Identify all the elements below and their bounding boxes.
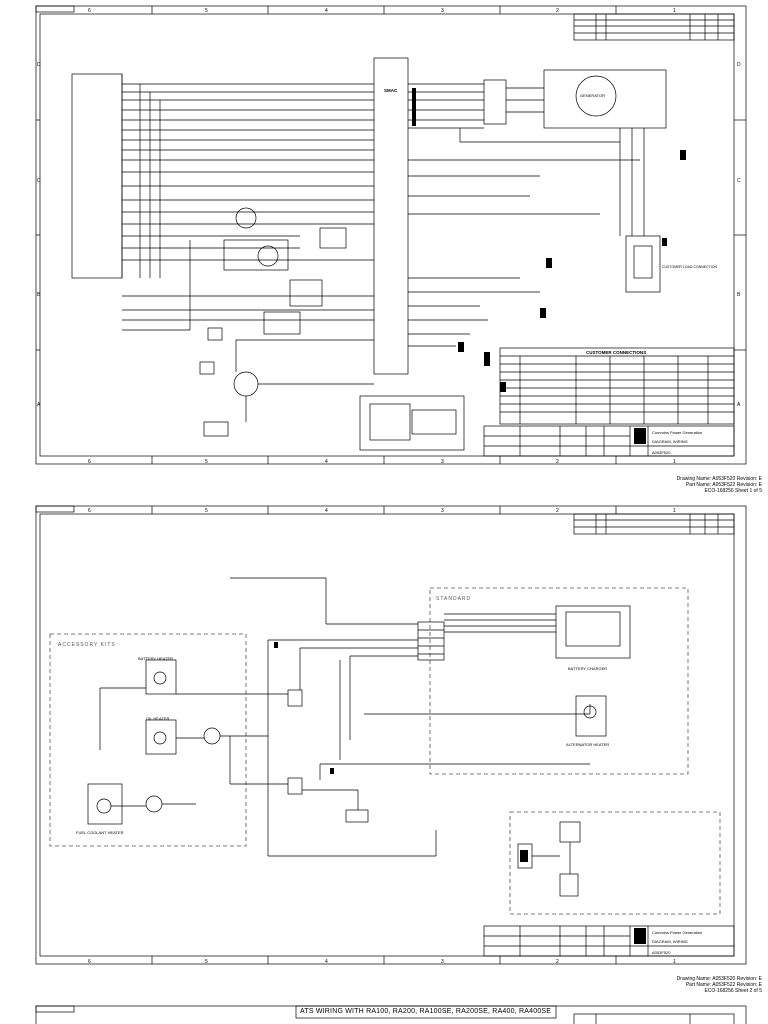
s2-ruler-5-bottom: 5 [205,959,208,965]
company-logo-mark [634,428,646,444]
sheet-1: 6 5 4 3 2 1 6 5 4 3 2 1 D C B A D C B A … [0,0,768,494]
ruler-label-3-bottom: 3 [441,459,444,465]
row-marker-b-right: B [737,292,741,298]
ruler-label-6: 6 [88,8,91,14]
standard-zone [429,587,689,775]
ruler-label-4-bottom: 4 [325,459,328,465]
s2-drawing-name: Drawing Name: A053F520 Revision: E [676,976,762,982]
ruler-ticks [36,6,746,464]
s2-ruler-3-bottom: 3 [441,959,444,965]
sheet-2-meta: Drawing Name: A053F520 Revision: E Part … [677,976,762,994]
sheet-2-drawing: 6 5 4 3 2 1 6 5 4 3 2 1 ACCESSORY KITS S… [35,505,747,965]
sheet-2: 6 5 4 3 2 1 6 5 4 3 2 1 ACCESSORY KITS S… [0,500,768,994]
ruler-label-2-bottom: 2 [556,459,559,465]
battery-charger-label: BATTERY CHARGER [568,666,607,671]
drawing-name: Drawing Name: A053F520 Revision: E [676,476,762,482]
row-marker-c-right: C [737,178,741,184]
harness-wires [122,83,374,278]
s2-part-name: Part Name: A053F522 Revision: E [685,982,762,988]
s2-ruler-6-bottom: 6 [88,959,91,965]
s2-title-block-company: Cummins Power Generation [652,930,702,935]
row-marker-a-right: A [737,402,741,408]
ats-zone [509,811,721,915]
s2-ruler-3: 3 [441,508,444,514]
row-marker-c: C [37,178,41,184]
sheet-1-drawing: 6 5 4 3 2 1 6 5 4 3 2 1 D C B A D C B A … [35,5,747,465]
ruler-label-5: 5 [205,8,208,14]
s2-ruler-1-bottom: 1 [673,959,676,965]
s2-ruler-2-bottom: 2 [556,959,559,965]
ruler-label-2: 2 [556,8,559,14]
accessory-kits-zone [49,633,247,847]
eco-sheet: ECO-168256 Sheet 1 of 5 [704,488,762,494]
ruler-label-1-bottom: 1 [673,459,676,465]
sheet-3-drawing [35,1005,747,1024]
generator-label: GENERATOR [580,93,605,98]
customer-load-label: CUSTOMER LOAD CONNECTION [662,265,717,269]
row-marker-d: D [37,62,41,68]
row-marker-d-right: D [737,62,741,68]
s2-ruler-5: 5 [205,508,208,514]
company-logo-mark-2 [634,928,646,944]
title-block-number: A053F520 [652,450,671,455]
ruler-label-6-bottom: 6 [88,459,91,465]
s2-ruler-2: 2 [556,508,559,514]
sheet-1-meta: Drawing Name: A053F520 Revision: E Part … [677,476,762,494]
s2-title-block-number: A053F520 [652,950,671,955]
s2-ruler-1: 1 [673,508,676,514]
s2-ruler-6: 6 [88,508,91,514]
part-name: Part Name: A053F522 Revision: E [685,482,762,488]
s2-ruler-4-bottom: 4 [325,959,328,965]
sheet-3-title: ATS WIRING WITH RA100, RA200, RA100SE, R… [300,1008,552,1015]
standard-label: STANDARD [436,596,471,602]
title-block-name: DIAGRAM, WIRING [652,439,688,444]
s2-ruler-4: 4 [325,508,328,514]
ruler-label-5-bottom: 5 [205,459,208,465]
alternator-heater-label: ALTERNATOR HEATER [566,742,609,747]
ruler-label-4: 4 [325,8,328,14]
ruler-label-1: 1 [673,8,676,14]
ruler-label-3: 3 [441,8,444,14]
smac-title: SMAC [384,88,398,93]
oil-heater-label: OIL HEATER [146,716,169,721]
s2-eco-sheet: ECO-168256 Sheet 2 of 5 [704,988,762,994]
row-marker-a: A [37,402,41,408]
customer-connections-title: CUSTOMER CONNECTIONS [586,350,646,355]
s2-title-block-name: DIAGRAM, WIRING [652,939,688,944]
battery-heater-label: BATTERY HEATER [138,656,173,661]
row-marker-b: B [37,292,41,298]
accessory-kits-label: ACCESSORY KITS [58,642,116,648]
title-block-company: Cummins Power Generation [652,430,702,435]
sheet-3: ATS WIRING WITH RA100, RA200, RA100SE, R… [0,1000,768,1024]
coolant-heater-label: FUEL COOLANT HEATER [76,830,124,835]
smac-right-wires [408,83,645,347]
